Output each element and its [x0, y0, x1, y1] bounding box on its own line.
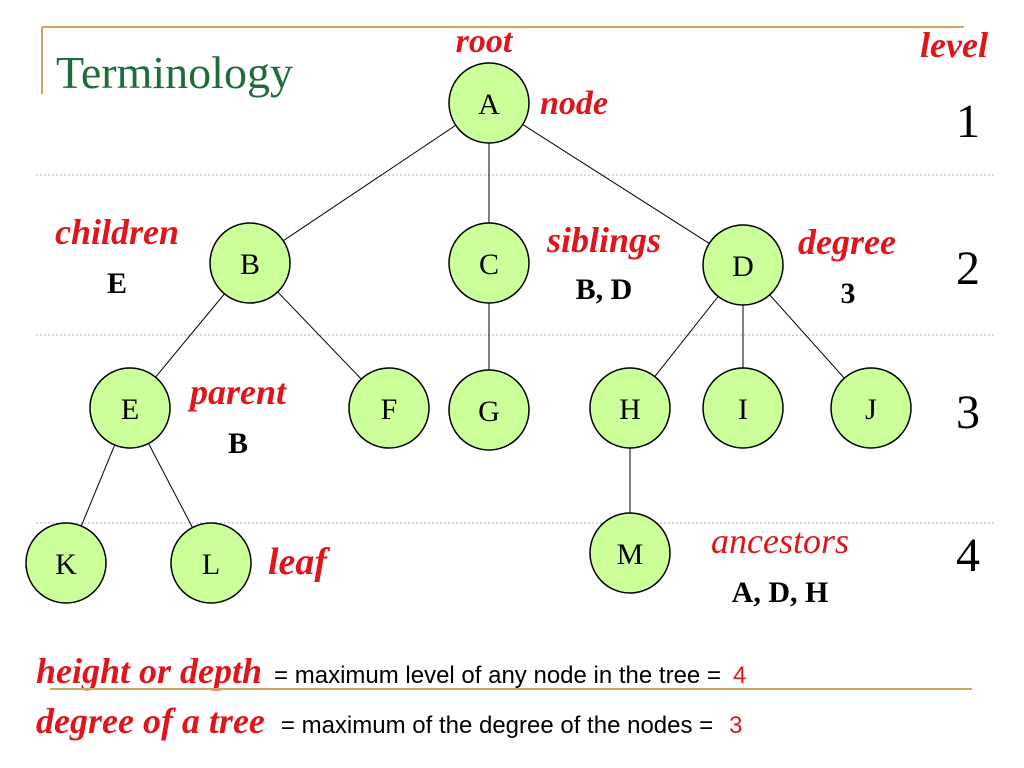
node-circle [448, 369, 530, 451]
node-label: L [202, 548, 220, 581]
footer-degree-text: = maximum of the degree of the nodes = [281, 712, 713, 739]
node-label: D [732, 250, 754, 283]
tree-node-m: M [589, 512, 671, 594]
tree-node-k: K [25, 522, 107, 604]
level-number-4: 4 [956, 529, 980, 582]
node-circle [25, 522, 107, 604]
tree-node-a: A [448, 62, 530, 144]
node-label: F [381, 393, 398, 426]
tree-node-l: L [170, 522, 252, 604]
node-label: E [121, 393, 139, 426]
level-header: level [920, 25, 988, 65]
footer-line-degree: degree of a tree = maximum of the degree… [36, 701, 743, 741]
node-label: J [865, 393, 877, 426]
tree-node-g: G [448, 369, 530, 451]
level-number-3: 3 [956, 386, 980, 439]
annotation-ancestors-value: A, D, H [732, 576, 829, 609]
annotation-children: children [55, 212, 179, 252]
node-circle [170, 522, 252, 604]
annotation-ancestors: ancestors [711, 521, 849, 561]
node-circle [89, 367, 171, 449]
node-circle [348, 367, 430, 449]
tree-node-b: B [209, 222, 291, 304]
edge-a-b [249, 102, 490, 264]
title-frame [41, 26, 964, 94]
node-label: H [619, 393, 641, 426]
tree-node-d: D [702, 224, 784, 306]
annotation-siblings-value: B, D [576, 273, 633, 306]
level-number-2: 2 [956, 242, 980, 295]
annotation-parent: parent [187, 372, 287, 412]
node-label: B [240, 248, 260, 281]
tree-node-h: H [589, 367, 671, 449]
tree-node-i: I [702, 367, 784, 449]
node-label: K [55, 548, 77, 581]
footer-degree-term: degree of a tree [36, 701, 265, 741]
tree-edges [65, 102, 872, 564]
node-label: A [478, 88, 500, 121]
footer: height or depth = maximum level of any n… [36, 651, 972, 741]
node-label: G [478, 395, 500, 428]
node-circle [589, 512, 671, 594]
footer-height-text: = maximum level of any node in the tree … [274, 662, 721, 689]
tree-node-c: C [448, 222, 530, 304]
node-circle [448, 222, 530, 304]
footer-height-value: 4 [733, 662, 746, 689]
annotation-parent-value: B [228, 427, 248, 460]
annotation-siblings: siblings [546, 220, 661, 260]
level-number-1: 1 [956, 95, 980, 148]
annotation-leaf: leaf [268, 541, 330, 583]
annotation-degree-value: 3 [841, 277, 856, 310]
annotation-children-value: E [107, 267, 127, 300]
annotation-degree: degree [798, 222, 896, 262]
footer-line-height: height or depth = maximum level of any n… [36, 651, 746, 691]
node-label: C [479, 248, 499, 281]
node-label: I [738, 393, 748, 426]
node-circle [209, 222, 291, 304]
edge-a-d [488, 102, 744, 266]
node-circle [702, 224, 784, 306]
tree-node-e: E [89, 367, 171, 449]
node-circle [448, 62, 530, 144]
annotation-root: root [456, 23, 514, 60]
annotation-node: node [540, 85, 608, 122]
footer-height-term: height or depth [36, 651, 262, 691]
tree-node-j: J [830, 367, 912, 449]
node-circle [589, 367, 671, 449]
tree-nodes: A B C D E F G H I J K L M [25, 62, 912, 604]
node-label: M [617, 538, 644, 571]
footer-degree-value: 3 [729, 712, 742, 739]
tree-node-f: F [348, 367, 430, 449]
node-circle [702, 367, 784, 449]
node-circle [830, 367, 912, 449]
page-title: Terminology [56, 47, 293, 98]
